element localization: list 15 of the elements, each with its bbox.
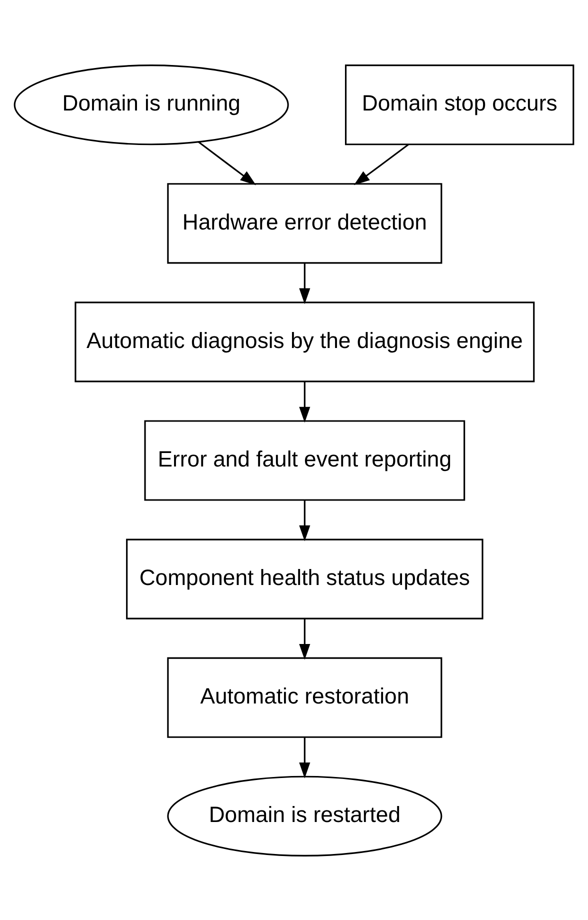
node-ellipse: Domain is restarted [167,775,442,856]
node-box: Automatic diagnosis by the diagnosis engine [74,301,535,382]
node-box: Hardware error detection [167,182,442,264]
arrow [299,381,310,422]
arrow [198,140,256,185]
node-box: Component health status updates [126,538,484,619]
node-box: Automatic restoration [167,656,442,738]
arrow [299,618,310,660]
node-box: Domain stop occurs [344,64,574,145]
node-ellipse: Domain is running [14,64,289,145]
arrow [299,500,310,541]
arrow [299,737,310,778]
node-box: Error and fault event reporting [144,420,466,500]
arrow [354,143,409,185]
arrow [299,262,310,304]
